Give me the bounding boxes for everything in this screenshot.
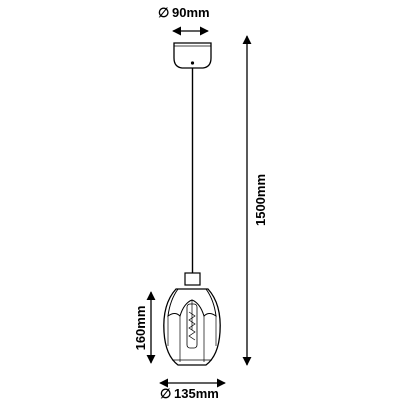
glass-shade bbox=[163, 288, 221, 366]
shade-diameter-label: 135mm bbox=[174, 386, 219, 400]
light-bulb bbox=[186, 303, 198, 349]
lamp-socket bbox=[184, 272, 201, 286]
shade-diameter-symbol: ∅ bbox=[160, 386, 171, 400]
shade-height-dimension: 160mm bbox=[133, 291, 156, 364]
total-height-dimension: 1500mm bbox=[242, 35, 268, 366]
canopy-diameter-symbol: ∅ bbox=[158, 5, 169, 20]
shade-diameter-dimension: ∅ 135mm bbox=[159, 378, 226, 400]
ceiling-canopy bbox=[173, 42, 212, 69]
canopy-diameter-dimension: ∅ 90mm bbox=[158, 5, 210, 36]
canopy-diameter-label: 90mm bbox=[172, 5, 210, 20]
total-height-label: 1500mm bbox=[253, 174, 268, 226]
shade-height-label: 160mm bbox=[133, 306, 148, 351]
